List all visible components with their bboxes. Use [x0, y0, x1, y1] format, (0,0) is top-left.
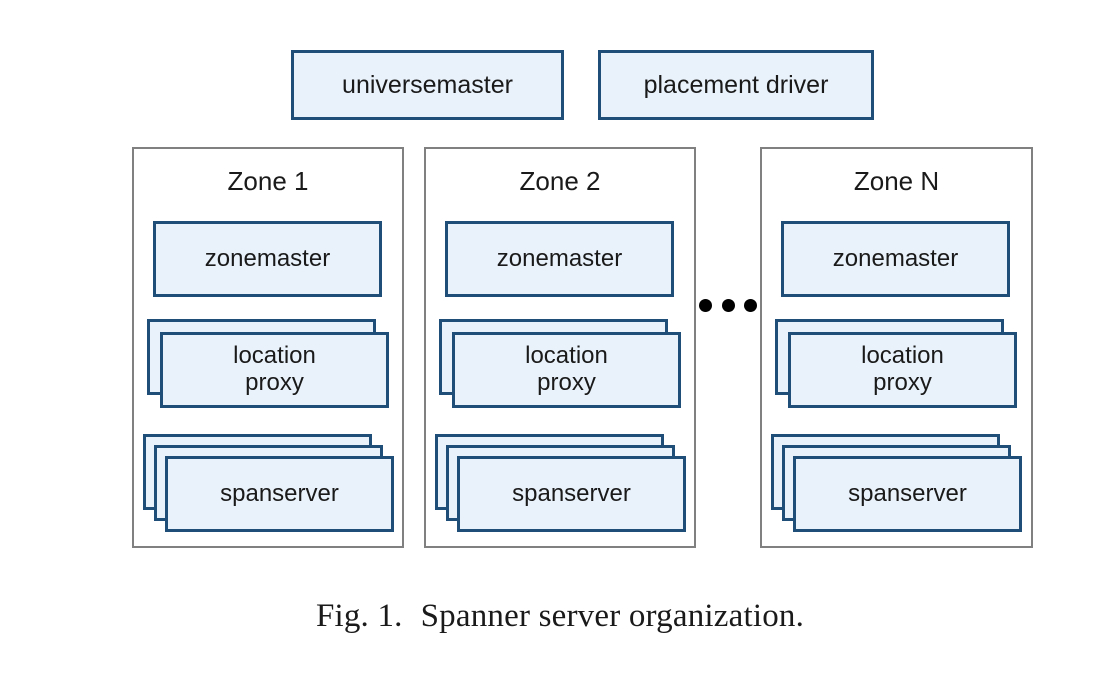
location-proxy-box-1: location proxy: [160, 332, 389, 408]
zone-title-n: Zone N: [853, 166, 940, 196]
zones-continuation-ellipsis: [699, 294, 757, 316]
zonemaster-box-n: zonemaster: [781, 221, 1010, 297]
zone-title-2: Zone 2: [519, 166, 601, 196]
location-proxy-box-2: location proxy: [452, 332, 681, 408]
figure-caption-text: Spanner server organization.: [420, 598, 805, 634]
placement-driver-box: placement driver: [598, 50, 874, 120]
zone-container-n: Zone N zonemaster location proxy spanser…: [760, 147, 1033, 548]
spanserver-box-1: spanserver: [165, 456, 394, 532]
spanserver-box-2: spanserver: [457, 456, 686, 532]
zone-container-1: Zone 1 zonemaster location proxy spanser…: [132, 147, 404, 548]
ellipsis-dot: [721, 298, 735, 312]
universemaster-box: universemaster: [291, 50, 564, 120]
figure-caption: Fig. 1. Spanner server organization.: [0, 598, 1120, 635]
ellipsis-dot: [744, 298, 757, 312]
figure-caption-label: Fig. 1.: [315, 598, 403, 634]
location-proxy-box-n: location proxy: [788, 332, 1017, 408]
zonemaster-box-1: zonemaster: [153, 221, 382, 297]
ellipsis-dot: [699, 298, 712, 312]
zone-title-1: Zone 1: [227, 166, 309, 196]
zonemaster-box-2: zonemaster: [445, 221, 674, 297]
zone-container-2: Zone 2 zonemaster location proxy spanser…: [424, 147, 696, 548]
spanserver-box-n: spanserver: [793, 456, 1022, 532]
